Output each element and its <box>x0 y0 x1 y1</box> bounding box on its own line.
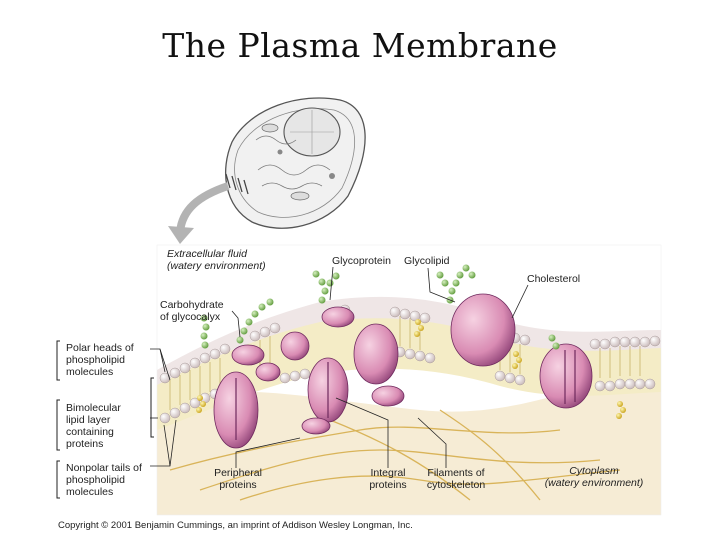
copyright-notice: Copyright © 2001 Benjamin Cummings, an i… <box>58 520 413 531</box>
label-nonpolar-tails: Nonpolar tails of phospholipid molecules <box>66 462 142 498</box>
cytoskeleton-filaments <box>169 409 621 501</box>
label-integral-proteins: Integral proteins <box>369 467 407 491</box>
label-filaments-cytoskeleton: Filaments of cytoskeleton <box>426 467 486 491</box>
label-bimolecular-lipid-layer: Bimolecular lipid layer containing prote… <box>66 402 121 450</box>
integral-protein-4 <box>450 293 516 367</box>
label-brackets <box>56 340 154 499</box>
integral-protein-5 <box>539 343 593 409</box>
label-cholesterol: Cholesterol <box>527 273 581 285</box>
label-carbohydrate-glycocalyx: Carbohydrate of glycocalyx <box>160 299 224 323</box>
page-title: The Plasma Membrane <box>162 26 558 65</box>
label-polar-heads: Polar heads of phospholipid molecules <box>66 342 134 378</box>
zoom-arrow <box>176 182 230 233</box>
label-cytoplasm: Cytoplasm (watery environment) <box>544 465 644 489</box>
zoom-arrow-head <box>168 226 194 244</box>
cholesterol-molecules <box>196 319 626 419</box>
peripheral-protein-top <box>231 344 265 366</box>
bilayer-region <box>157 296 661 410</box>
cell-illustration <box>225 97 366 229</box>
diagram-panel-border <box>156 244 662 516</box>
label-glycoprotein: Glycoprotein <box>332 255 391 267</box>
label-peripheral-proteins: Peripheral proteins <box>214 467 262 491</box>
leader-lines <box>150 266 529 468</box>
label-glycolipid: Glycolipid <box>404 255 450 267</box>
integral-protein-3 <box>353 323 399 385</box>
label-extracellular-fluid: Extracellular fluid (watery environment) <box>167 248 266 272</box>
